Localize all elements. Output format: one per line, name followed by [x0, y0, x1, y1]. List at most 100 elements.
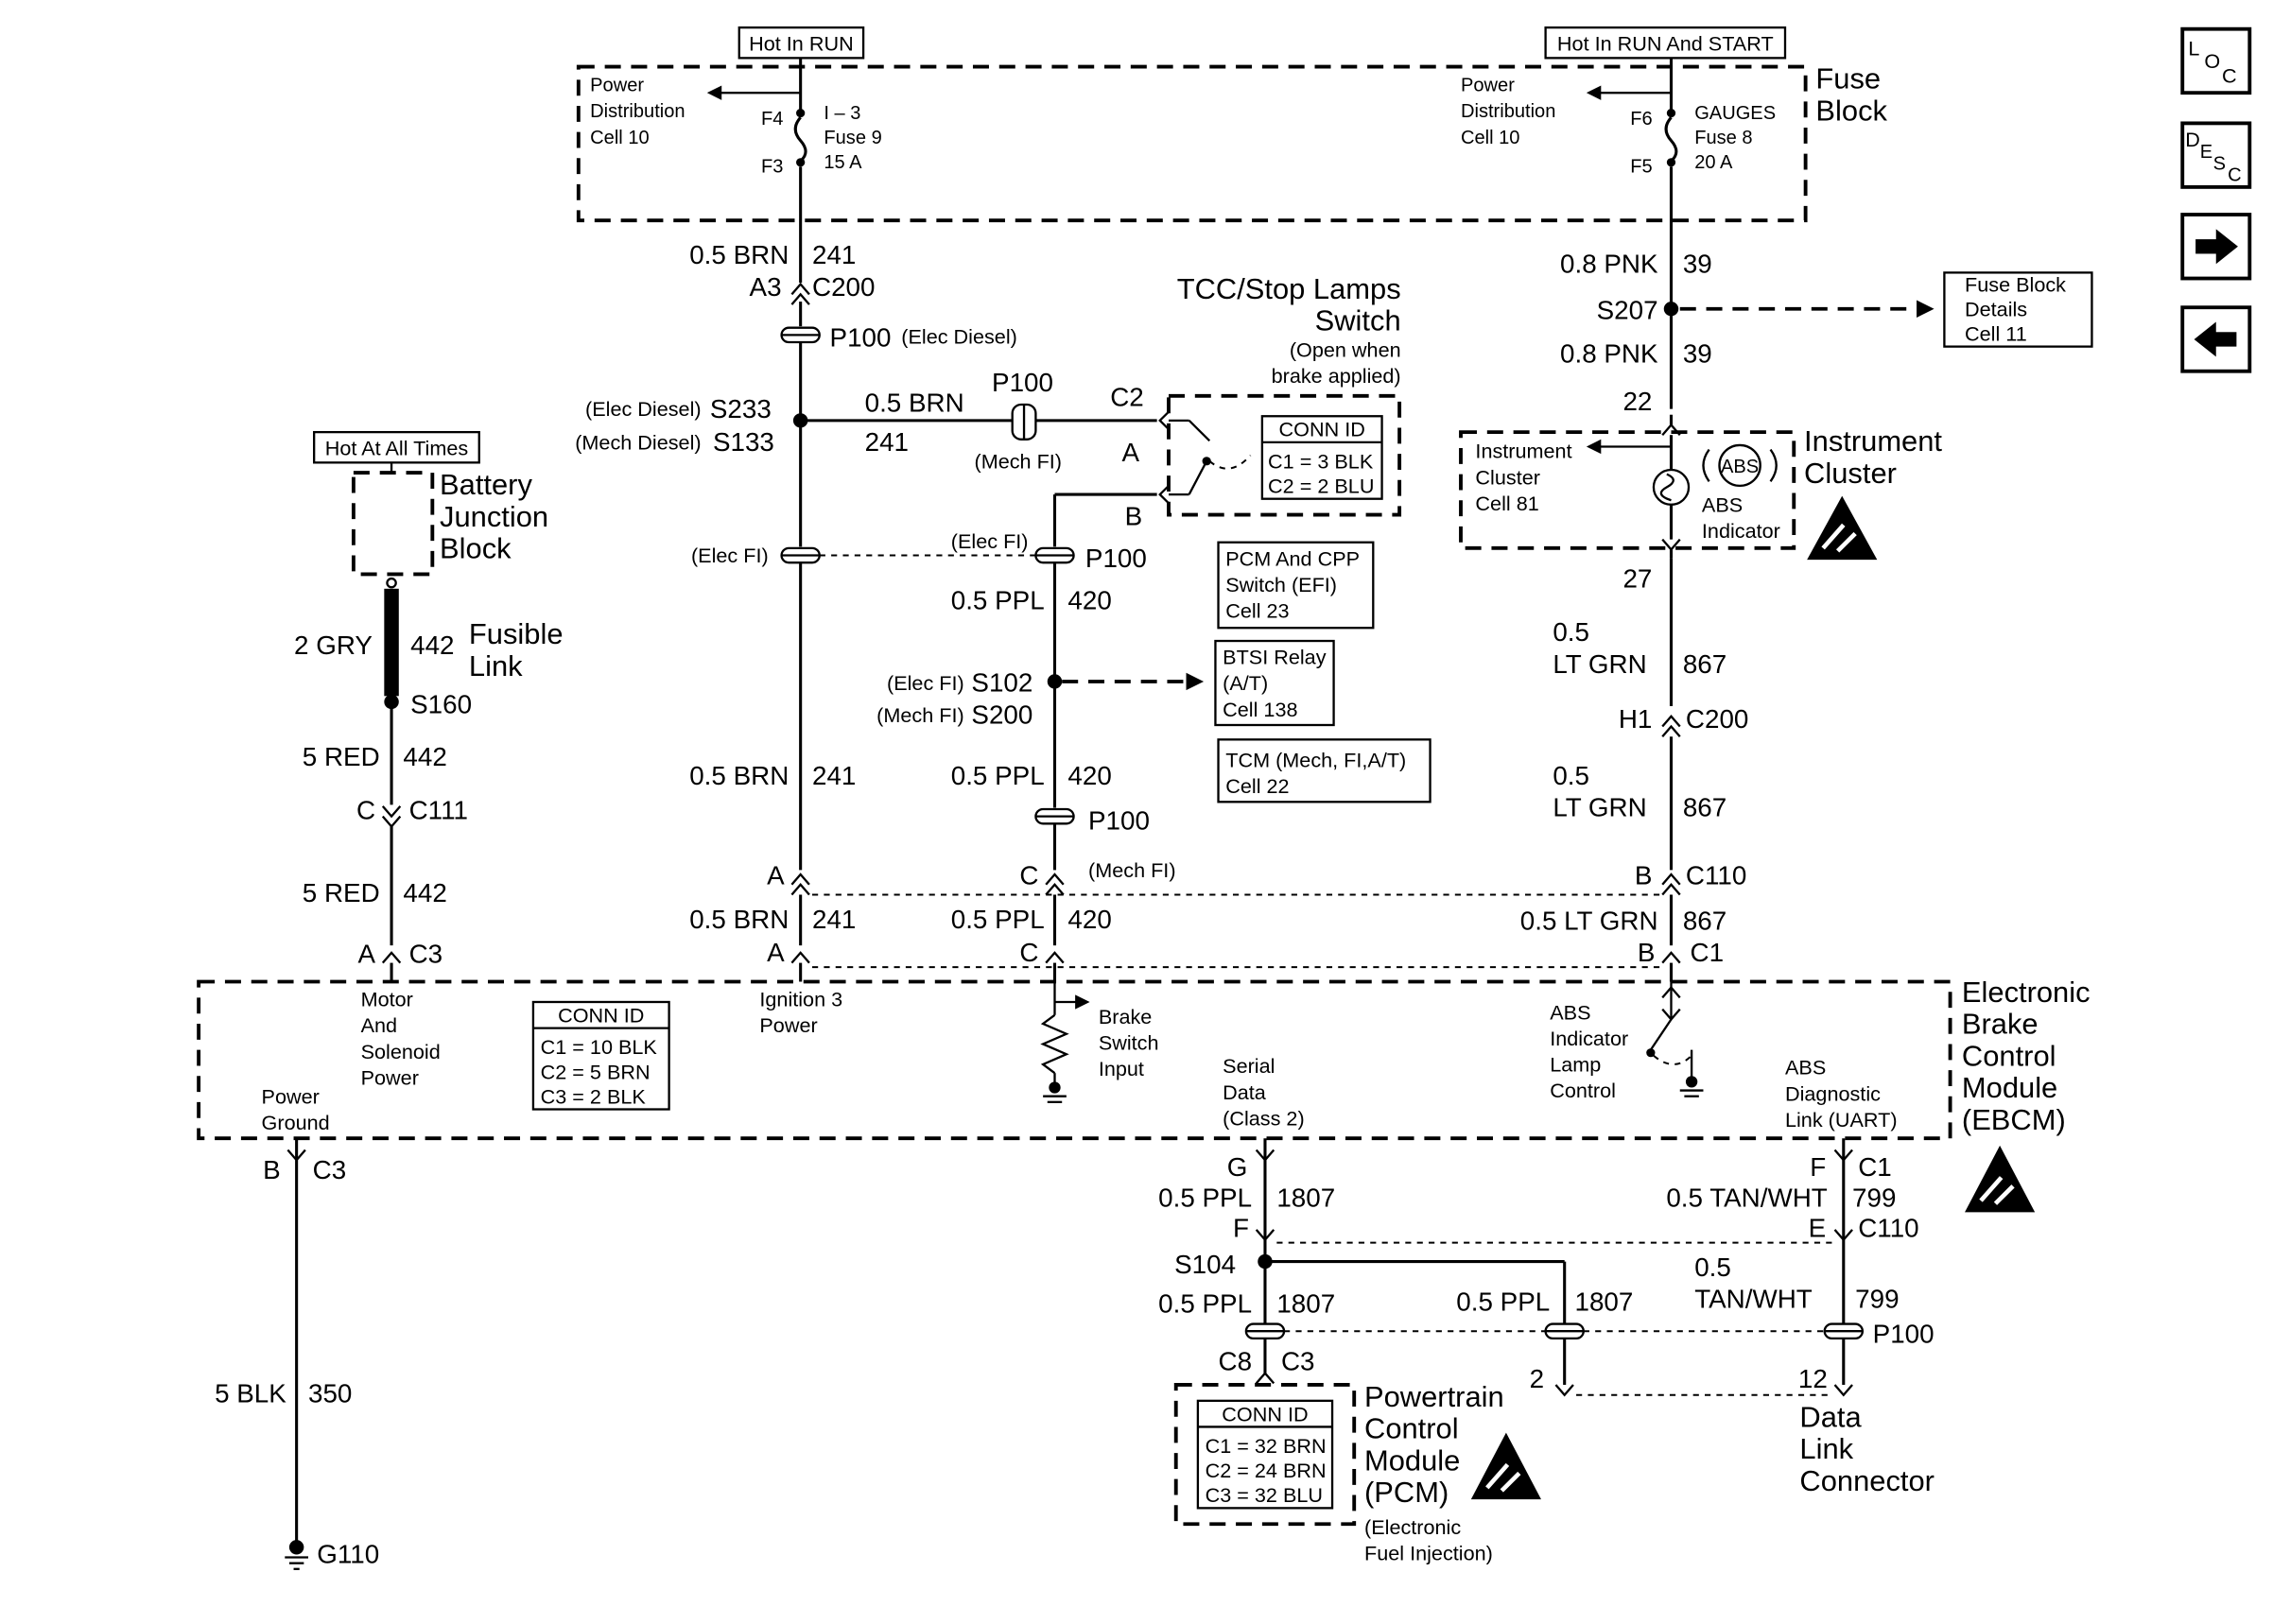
svg-text:Data: Data	[1223, 1080, 1266, 1104]
svg-text:brake applied): brake applied)	[1272, 364, 1401, 388]
ref-pcm-cpp[interactable]: PCM And CPP Switch (EFI) Cell 23	[1217, 541, 1375, 630]
abs-badge-icon	[1718, 443, 1761, 488]
splice-s207	[1663, 302, 1679, 317]
svg-text:0.8 PNK: 0.8 PNK	[1560, 249, 1658, 278]
svg-text:0.8 PNK: 0.8 PNK	[1560, 339, 1658, 369]
battery-circuit: Hot At All Times Battery Junction Block …	[294, 430, 564, 982]
svg-text:Power: Power	[361, 1066, 419, 1090]
svg-text:A: A	[767, 861, 785, 890]
svg-text:(A/T): (A/T)	[1223, 671, 1268, 695]
hot-at-all-times-label: Hot At All Times	[325, 437, 468, 460]
svg-text:S102: S102	[971, 668, 1032, 698]
svg-text:Input: Input	[1099, 1057, 1144, 1080]
svg-text:Fuse Block: Fuse Block	[1965, 272, 2066, 296]
fuse-8: F6 F5 GAUGES Fuse 8 20 A	[1630, 103, 1776, 178]
svg-text:0.5 PPL: 0.5 PPL	[1456, 1287, 1550, 1317]
svg-text:0.5 PPL: 0.5 PPL	[951, 905, 1045, 934]
svg-text:ABS: ABS	[1721, 457, 1759, 477]
svg-text:C110: C110	[1686, 861, 1746, 890]
svg-text:A: A	[358, 940, 376, 969]
svg-text:S233: S233	[710, 394, 772, 423]
svg-text:S207: S207	[1597, 296, 1658, 325]
svg-text:Cluster: Cluster	[1804, 457, 1897, 490]
svg-text:1807: 1807	[1276, 1288, 1335, 1318]
svg-text:Link: Link	[1799, 1432, 1853, 1465]
svg-text:TCM (Mech, FI,A/T): TCM (Mech, FI,A/T)	[1225, 749, 1406, 772]
svg-text:GAUGES: GAUGES	[1694, 103, 1776, 124]
ref-fuse-block-details[interactable]: Fuse Block Details Cell 11	[1943, 271, 2093, 348]
svg-text:Serial: Serial	[1223, 1054, 1275, 1078]
svg-text:22: 22	[1622, 387, 1652, 416]
svg-text:0.5 BRN: 0.5 BRN	[865, 389, 964, 418]
next-page-button[interactable]	[2180, 213, 2252, 281]
desc-button[interactable]: D E S C	[2180, 121, 2252, 189]
svg-text:And: And	[361, 1013, 397, 1037]
svg-text:TCC/Stop Lamps: TCC/Stop Lamps	[1177, 272, 1401, 305]
fuse-block-title: Fuse	[1815, 62, 1881, 95]
svg-text:C1 = 3 BLK: C1 = 3 BLK	[1268, 450, 1374, 474]
svg-text:C2: C2	[1110, 383, 1144, 412]
pcm-module: CONN ID C1 = 32 BRN C2 = 24 BRN C3 = 32 …	[1173, 1380, 1541, 1565]
svg-text:(PCM): (PCM)	[1364, 1476, 1449, 1509]
arrow-left-icon	[2194, 321, 2237, 357]
svg-text:CONN ID: CONN ID	[1222, 1402, 1308, 1425]
circuit-39-867: 0.8 PNK 39 S207 0.8 PNK 39 22 27 0.5 LT …	[1553, 166, 1935, 871]
fuse-block: Fuse Block Hot In RUN Hot In RUN And STA…	[576, 26, 1888, 223]
svg-text:Cell 23: Cell 23	[1225, 599, 1289, 623]
svg-text:LT GRN: LT GRN	[1553, 793, 1646, 822]
svg-text:E: E	[1809, 1214, 1827, 1243]
svg-text:ABS: ABS	[1785, 1056, 1826, 1080]
svg-text:5 RED: 5 RED	[303, 742, 380, 771]
svg-text:1807: 1807	[1575, 1287, 1634, 1317]
svg-text:Details: Details	[1965, 297, 2027, 320]
svg-text:C3: C3	[1281, 1347, 1315, 1376]
ref-btsi-relay[interactable]: BTSI Relay (A/T) Cell 138	[1214, 639, 1335, 727]
svg-text:O: O	[2204, 49, 2220, 73]
svg-text:Fuel Injection): Fuel Injection)	[1364, 1542, 1493, 1565]
svg-text:(Elec Diesel): (Elec Diesel)	[901, 325, 1017, 349]
circuit-420: 0.5 PPL 420 (Elec FI) S102 (Mech FI) S20…	[876, 492, 1205, 871]
svg-text:Power: Power	[759, 1013, 817, 1037]
svg-text:(Open when: (Open when	[1290, 337, 1401, 361]
svg-text:Cell 10: Cell 10	[590, 128, 649, 148]
svg-text:(Elec FI): (Elec FI)	[691, 544, 769, 567]
svg-text:Fuse 9: Fuse 9	[824, 128, 881, 148]
tcc-stop-lamps-switch: TCC/Stop Lamps Switch (Open when brake a…	[1110, 272, 1402, 530]
svg-text:(EBCM): (EBCM)	[1962, 1103, 2066, 1136]
svg-text:Control: Control	[1364, 1412, 1459, 1445]
svg-text:5 RED: 5 RED	[303, 878, 380, 907]
ref-tcm[interactable]: TCM (Mech, FI,A/T) Cell 22	[1217, 738, 1431, 803]
svg-text:(Mech Diesel): (Mech Diesel)	[575, 431, 701, 455]
svg-text:BTSI Relay: BTSI Relay	[1223, 646, 1327, 669]
svg-text:799: 799	[1855, 1285, 1899, 1314]
svg-text:E: E	[2200, 142, 2212, 163]
svg-text:S200: S200	[971, 700, 1032, 730]
svg-text:C2 = 24 BRN: C2 = 24 BRN	[1206, 1459, 1327, 1482]
p100-mech-fi: P100	[992, 368, 1053, 397]
svg-text:S104: S104	[1174, 1250, 1236, 1279]
svg-text:867: 867	[1683, 649, 1726, 679]
loc-button[interactable]: L O C	[2180, 26, 2252, 95]
svg-text:2 GRY: 2 GRY	[294, 631, 373, 660]
svg-text:F6: F6	[1630, 109, 1652, 130]
svg-text:Cell 138: Cell 138	[1223, 698, 1297, 721]
svg-text:TAN/WHT: TAN/WHT	[1694, 1285, 1813, 1314]
svg-text:0.5: 0.5	[1694, 1253, 1731, 1282]
svg-text:(Mech FI): (Mech FI)	[975, 450, 1063, 474]
svg-text:Indicator: Indicator	[1550, 1027, 1628, 1050]
c110-connector-row: A C B C110 (Mech FI) 0.5 BRN 241 0.5 PPL…	[689, 858, 1746, 946]
svg-text:Module: Module	[1962, 1071, 2057, 1104]
svg-text:Fusible: Fusible	[469, 617, 564, 650]
svg-text:Cell 11: Cell 11	[1965, 322, 2027, 346]
svg-text:Power: Power	[1461, 76, 1515, 96]
svg-text:Junction: Junction	[440, 500, 548, 533]
svg-text:C1: C1	[1858, 1152, 1892, 1182]
previous-page-button[interactable]	[2180, 305, 2252, 373]
svg-text:C2 = 2 BLU: C2 = 2 BLU	[1268, 475, 1374, 498]
svg-text:Ignition 3: Ignition 3	[759, 988, 842, 1011]
svg-text:CONN ID: CONN ID	[1279, 418, 1365, 441]
svg-text:B: B	[1638, 938, 1656, 967]
svg-text:P100: P100	[1873, 1320, 1935, 1349]
instrument-cluster: Instrument Cluster Instrument Cluster Ce…	[1459, 424, 1942, 561]
svg-text:1807: 1807	[1276, 1183, 1335, 1212]
